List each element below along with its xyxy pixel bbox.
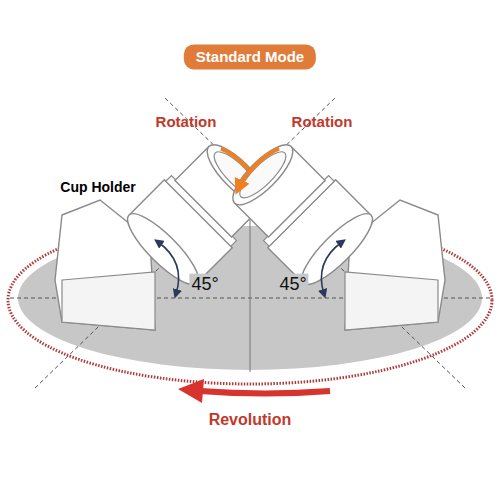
rotation-label: Rotation [156, 113, 217, 130]
rotation-label: Rotation [292, 113, 353, 130]
part-name: Cup Holder [58, 179, 137, 195]
angle-label: 45° [277, 274, 308, 295]
mode-title: Standard Mode [184, 44, 316, 69]
angle-label: 45° [189, 274, 220, 295]
revolution-label: Revolution [209, 411, 292, 429]
